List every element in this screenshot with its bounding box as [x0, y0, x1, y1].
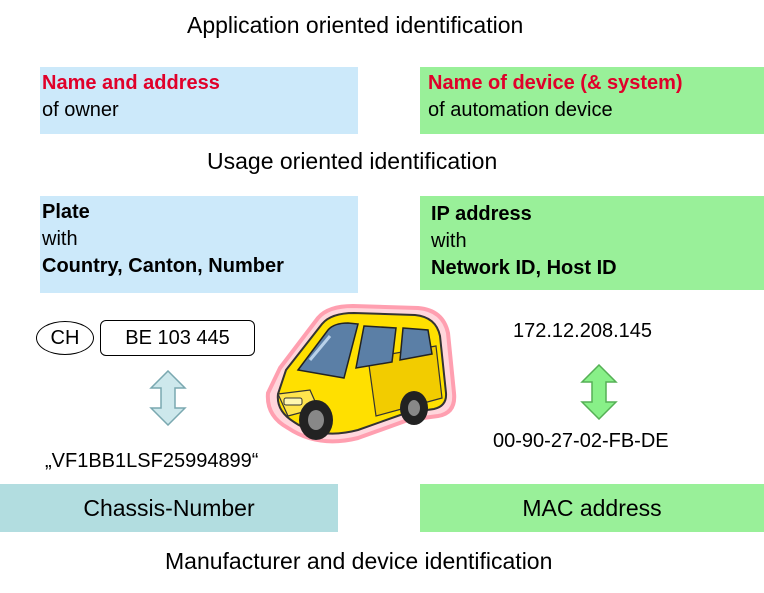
device-box-title: Name of device (& system) — [428, 72, 683, 94]
application-heading: Application oriented identification — [187, 12, 524, 38]
ip-box-title: IP address — [431, 203, 532, 225]
plate-number-box: BE 103 445 — [100, 320, 255, 356]
mac-value: 00-90-27-02-FB-DE — [493, 430, 669, 452]
ip-box-with: with — [431, 230, 467, 252]
owner-box: Name and address of owner — [40, 67, 358, 134]
ip-box: IP address with Network ID, Host ID — [420, 196, 764, 290]
plate-box-detail: Country, Canton, Number — [42, 255, 284, 277]
double-arrow-green-icon — [580, 364, 618, 420]
double-arrow-blue-icon — [149, 370, 187, 426]
owner-box-title: Name and address — [42, 72, 220, 94]
vin-value: „VF1BB1LSF25994899“ — [45, 450, 259, 472]
plate-box-with: with — [42, 228, 78, 250]
ip-value: 172.12.208.145 — [513, 320, 653, 342]
mac-address-box: MAC address — [420, 484, 764, 532]
plate-country-oval: CH — [36, 321, 94, 355]
van-icon — [265, 303, 457, 444]
plate-box: Plate with Country, Canton, Number — [40, 196, 358, 293]
plate-box-title: Plate — [42, 201, 90, 223]
device-box-subtitle: of automation device — [428, 99, 613, 121]
chassis-number-box: Chassis-Number — [0, 484, 338, 532]
ip-box-detail: Network ID, Host ID — [431, 257, 617, 279]
device-box: Name of device (& system) of automation … — [420, 67, 764, 134]
owner-box-subtitle: of owner — [42, 99, 119, 121]
usage-heading: Usage oriented identification — [207, 148, 498, 174]
manufacturer-heading: Manufacturer and device identification — [165, 548, 553, 574]
